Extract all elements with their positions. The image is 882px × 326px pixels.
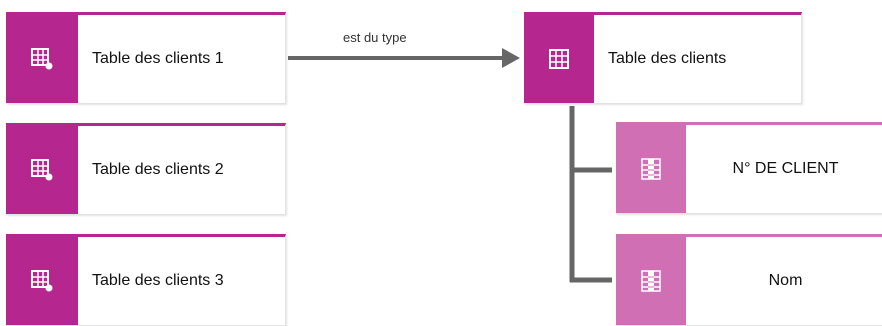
attribute-node-client-number[interactable]: N° DE CLIENT bbox=[616, 122, 882, 214]
instance-node-3[interactable]: Table des clients 3 bbox=[6, 234, 286, 326]
attribute-node-name[interactable]: Nom bbox=[616, 234, 882, 326]
type-object-label: Table des clients bbox=[608, 50, 727, 67]
table-instance-icon bbox=[6, 237, 78, 325]
instance-label: Table des clients 1 bbox=[92, 50, 224, 67]
table-icon bbox=[524, 15, 594, 103]
table-instance-icon bbox=[6, 126, 78, 214]
attribute-label: Nom bbox=[768, 272, 803, 289]
instance-label: Table des clients 2 bbox=[92, 161, 224, 178]
instance-node-2[interactable]: Table des clients 2 bbox=[6, 123, 286, 215]
relationship-label: est du type bbox=[343, 30, 407, 45]
table-column-icon bbox=[616, 125, 686, 213]
instance-node-1[interactable]: Table des clients 1 bbox=[6, 12, 286, 104]
instance-label: Table des clients 3 bbox=[92, 272, 224, 289]
attribute-label: N° DE CLIENT bbox=[732, 160, 839, 177]
type-relationship-arrow bbox=[288, 48, 520, 68]
table-instance-icon bbox=[6, 15, 78, 103]
table-column-icon bbox=[616, 237, 686, 325]
attribute-tree-connector bbox=[569, 106, 612, 283]
type-object-node[interactable]: Table des clients bbox=[524, 12, 802, 104]
